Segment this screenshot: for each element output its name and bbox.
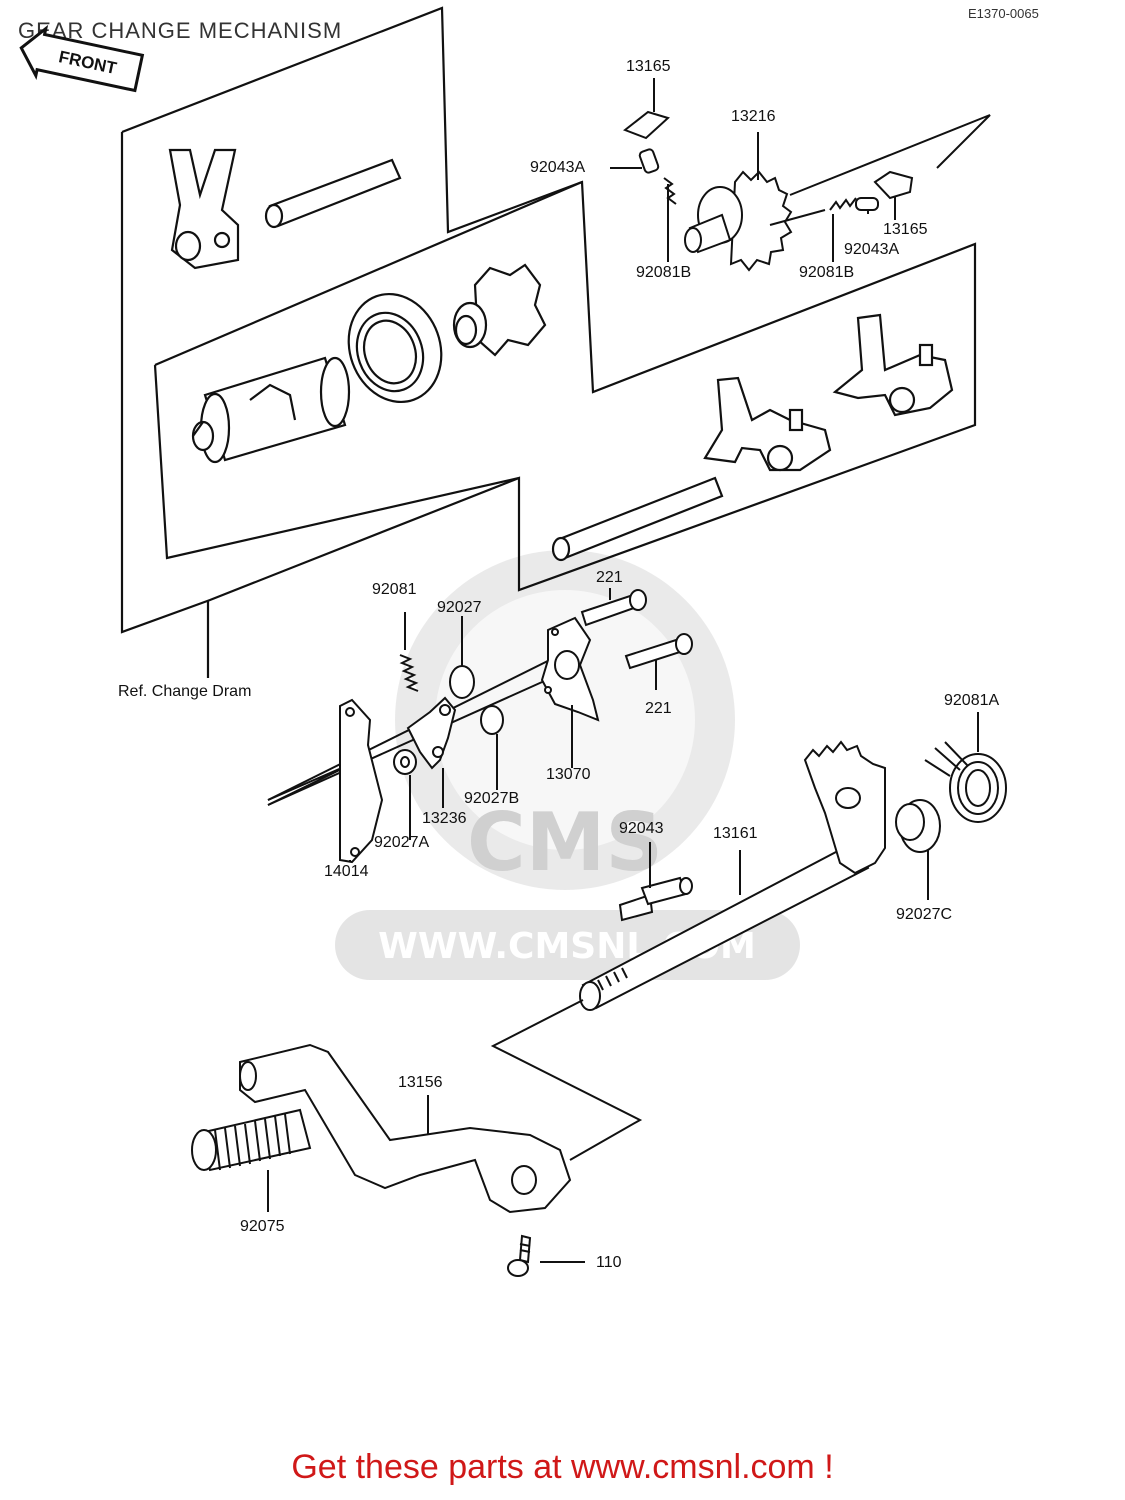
- part-label: 13161: [713, 825, 758, 842]
- pedal-rubber: [191, 1108, 312, 1172]
- part-label: 92027A: [374, 834, 429, 851]
- part-label: 92081B: [636, 264, 691, 281]
- watermark-logo: CMS: [467, 796, 663, 889]
- linkage-group: [267, 588, 693, 864]
- part-label: 13156: [398, 1074, 443, 1091]
- shift-fork-upper-left: [168, 148, 240, 270]
- return-spring: [399, 654, 419, 692]
- bolt-upper: [580, 588, 647, 627]
- shift-shaft-group: [490, 712, 1007, 1161]
- part-label: 13070: [546, 766, 591, 783]
- drum-bearing: [347, 292, 443, 404]
- part-label: 92027C: [896, 906, 952, 923]
- ref-change-drum-label: Ref. Change Dram: [118, 683, 251, 700]
- part-label: 13216: [731, 108, 776, 125]
- part-label: 92081B: [799, 264, 854, 281]
- part-label: 92043A: [530, 159, 585, 176]
- shift-drum-cam: [684, 170, 793, 272]
- drawing-code: E1370-0065: [968, 6, 1039, 21]
- shift-fork-right: [832, 313, 954, 417]
- drum-group-parts: [168, 148, 954, 562]
- part-label: 92081A: [944, 692, 999, 709]
- part-label: 13165: [883, 221, 928, 238]
- torsion-spring: [924, 741, 1007, 823]
- part-label: 221: [596, 569, 623, 586]
- part-label: 92043A: [844, 241, 899, 258]
- part-label: 92075: [240, 1218, 285, 1235]
- part-label: 13165: [626, 58, 671, 75]
- part-label: 92027B: [464, 790, 519, 807]
- fork-shaft-short: [264, 158, 402, 229]
- part-label: 13236: [422, 810, 467, 827]
- shaft-pin: [618, 893, 654, 922]
- drum-group-outline: [120, 6, 977, 678]
- front-arrow: FRONT: [19, 24, 145, 93]
- pin-right: [855, 197, 879, 211]
- collar-upper: [449, 665, 475, 699]
- pedal-bolt: [507, 1234, 532, 1277]
- shift-fork-middle: [703, 376, 832, 472]
- shift-arm: [339, 698, 384, 864]
- part-label: 221: [645, 700, 672, 717]
- bolt-lower: [624, 633, 693, 690]
- spring-left: [663, 177, 677, 205]
- shift-pedal: [239, 1043, 572, 1214]
- change-drum: [191, 356, 351, 464]
- fork-shaft-long: [551, 476, 724, 562]
- part-label: 92081: [372, 581, 417, 598]
- part-label: 92027: [437, 599, 482, 616]
- part-label: 14014: [324, 863, 369, 880]
- collar-lower: [480, 705, 504, 735]
- pedal-group: [191, 1043, 585, 1277]
- part-label: 92043: [619, 820, 664, 837]
- promo-link[interactable]: Get these parts at www.cmsnl.com !: [291, 1448, 834, 1486]
- shift-cam-group: [610, 78, 991, 272]
- drum-cam: [452, 263, 547, 357]
- part-label: 110: [596, 1254, 622, 1271]
- pin-left: [638, 148, 660, 174]
- cam-pawl-left: [622, 110, 670, 140]
- cam-pawl-right: [873, 170, 914, 200]
- part-number-labels: 13165 13216 92043A 92081B 13165 92043A 9…: [240, 58, 999, 1271]
- spring-right: [829, 197, 857, 211]
